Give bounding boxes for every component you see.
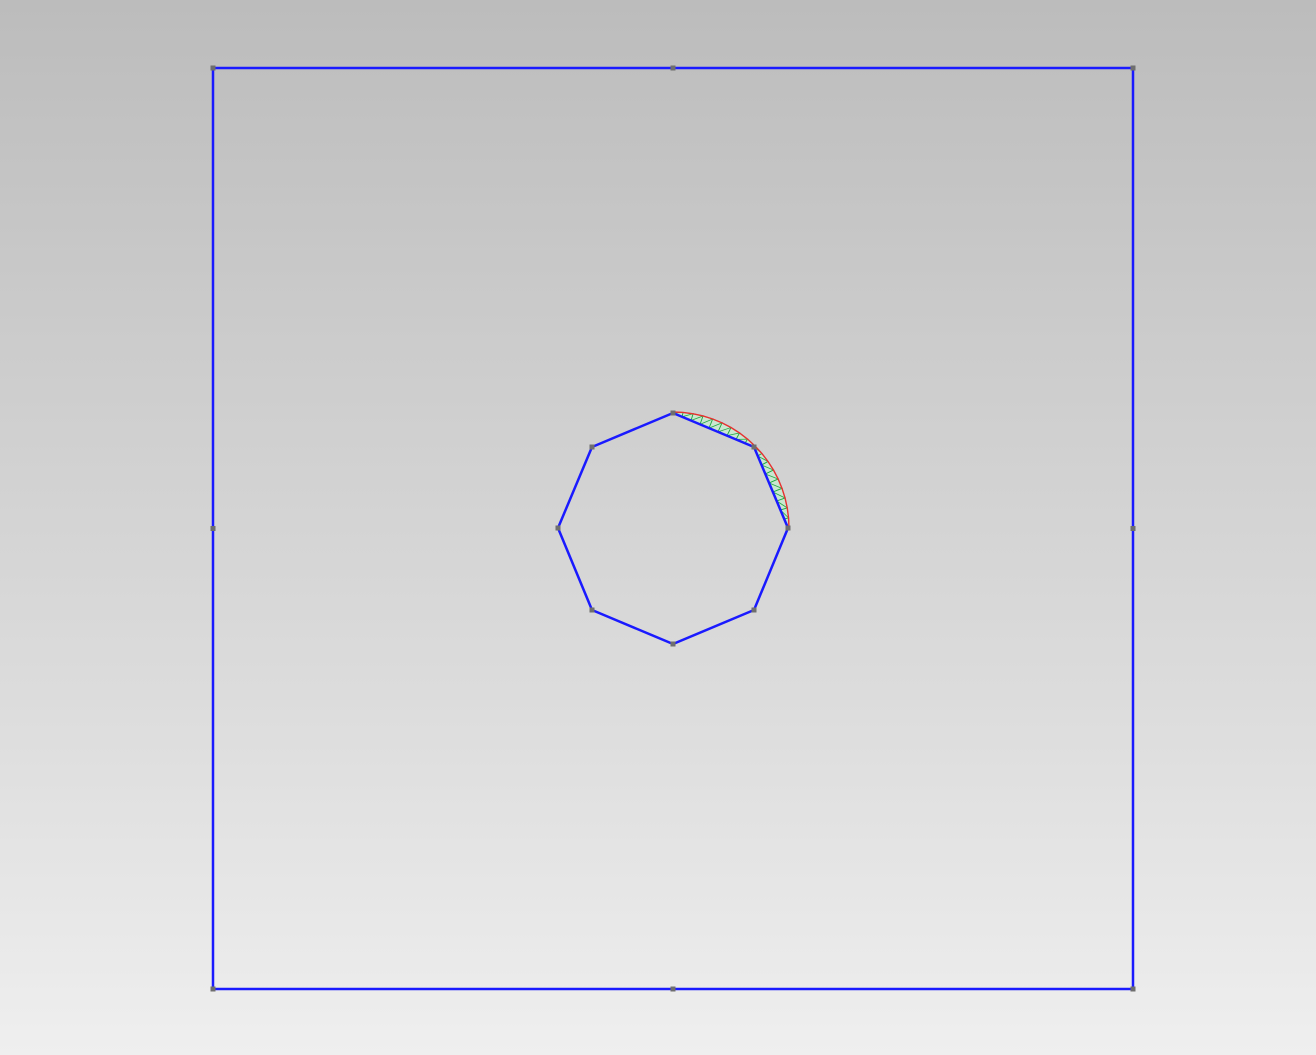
outer-node[interactable] <box>670 65 676 71</box>
outer-node[interactable] <box>210 526 216 531</box>
inner-node[interactable] <box>670 410 676 416</box>
outer-square-boundary[interactable] <box>211 66 1135 991</box>
outer-node[interactable] <box>210 986 216 992</box>
partial-mesh-layer <box>672 411 790 529</box>
outer-node[interactable] <box>1130 526 1136 531</box>
inner-node[interactable] <box>555 525 561 531</box>
outer-node[interactable] <box>1130 65 1136 71</box>
outer-node[interactable] <box>210 65 216 71</box>
inner-node[interactable] <box>589 607 595 613</box>
inner-edge[interactable] <box>752 445 790 530</box>
inner-edge[interactable] <box>590 411 675 449</box>
inner-node[interactable] <box>751 444 757 450</box>
inner-node[interactable] <box>785 525 791 531</box>
outer-node[interactable] <box>670 986 676 992</box>
outer-node[interactable] <box>1130 986 1136 992</box>
inner-octagon-boundary[interactable] <box>556 411 790 646</box>
inner-node[interactable] <box>589 444 595 450</box>
inner-node[interactable] <box>670 641 676 647</box>
mesh-outline-arc <box>672 411 756 447</box>
mesh-outline-arc <box>754 445 790 529</box>
inner-edge[interactable] <box>556 445 594 530</box>
inner-edge[interactable] <box>671 608 756 646</box>
inner-edge[interactable] <box>752 526 790 612</box>
inner-node[interactable] <box>751 607 757 613</box>
vertex-nodes[interactable] <box>210 65 1136 992</box>
inner-edge[interactable] <box>590 608 675 646</box>
inner-edge[interactable] <box>556 526 594 612</box>
inner-edge[interactable] <box>671 411 756 449</box>
